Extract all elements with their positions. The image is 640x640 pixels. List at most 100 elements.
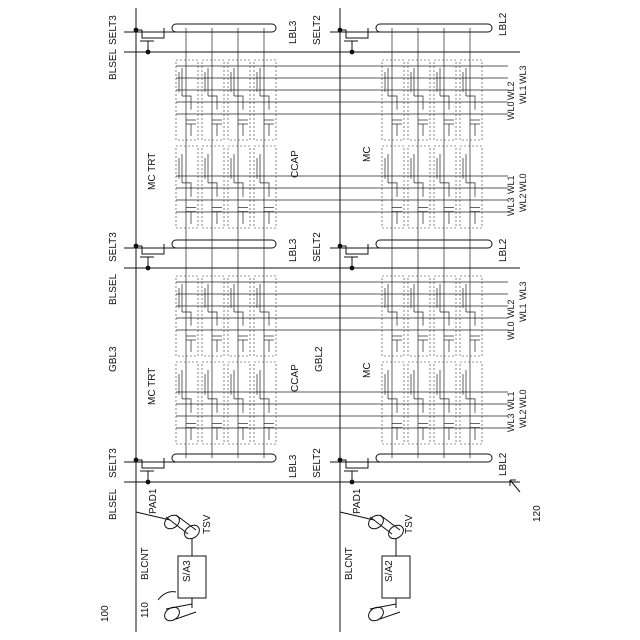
local-bitline-lbl3 [172,454,276,462]
ccap-label-2: CCAP [290,364,301,392]
local-bitline-lbl2 [376,240,492,248]
cell-transistor [257,154,269,197]
cell-transistor [231,370,243,413]
wl-upper-b-2: WL2 [518,193,528,212]
selt3-label-1: SELT3 [108,15,119,45]
wl-upper-b-3: WL3 [506,197,516,216]
wl-lower-a-0: WL0 [506,321,516,340]
cell-transistor [437,68,449,110]
mc-trt-label-1: MC TRT [147,153,158,190]
circuit-wires [124,8,520,632]
tsv-label-left: TSV [202,514,213,534]
cell-transistor [411,68,423,110]
cell-transistor [411,284,423,326]
local-bitline-lbl2 [376,24,492,32]
cell-transistor [463,154,475,197]
cell-transistor [205,154,217,197]
selt2-label-2: SELT2 [312,232,323,262]
blsel-label-3: BLSEL [108,488,119,520]
cell-transistor [437,154,449,197]
tsv-body [370,515,400,534]
blsel-label-2: BLSEL [108,273,119,305]
sa3-label: S/A3 [182,560,193,582]
wl-lower-b-2: WL2 [518,409,528,428]
blsel-label-1: BLSEL [108,48,119,80]
local-bitline-lbl2 [376,454,492,462]
selt2-label-3: SELT2 [312,448,323,478]
cell-transistor [385,154,397,197]
wl-upper-b-0: WL0 [518,173,528,192]
cell-transistor [385,284,397,326]
blcnt-label-right: BLCNT [344,547,355,580]
selt3-label-2: SELT3 [108,232,119,262]
local-bitline-lbl3 [172,24,276,32]
cell-transistor [231,284,243,326]
selt3-label-3: SELT3 [108,448,119,478]
cell-transistor [257,284,269,326]
cell-transistor [437,284,449,326]
wl-lower-a-2: WL2 [506,299,516,318]
wl-lower-b-3: WL3 [506,413,516,432]
wl-upper-b-1: WL1 [506,175,516,194]
wl-upper-a-2: WL2 [506,81,516,100]
cell-transistor [463,370,475,413]
cell-transistor [205,284,217,326]
cell-transistor [205,370,217,413]
ref-100-label: 100 [100,605,111,622]
ref-110-label: 110 [140,602,151,618]
lbl2-label-3: LBL2 [498,452,509,476]
select-transistor [136,458,164,468]
selt2-label-1: SELT2 [312,15,323,45]
wl-lower-a-1: WL1 [518,303,528,322]
tsv-label-right: TSV [404,514,415,534]
blcnt-label-left: BLCNT [140,547,151,580]
lbl3-label-3: LBL3 [288,454,299,478]
pad1-label-left: PAD1 [148,488,159,514]
mc-trt-label-2: MC TRT [147,368,158,405]
cell-transistor [179,68,191,110]
cell-transistor [411,154,423,197]
select-transistor [136,28,164,38]
ref-120-label: 120 [532,505,543,522]
cell-transistor [463,284,475,326]
wl-lower-a-3: WL3 [518,281,528,300]
pad1-label-right: PAD1 [352,488,363,514]
select-transistor [136,244,164,254]
cell-transistor [385,68,397,110]
cell-transistor [411,370,423,413]
cell-transistor [257,68,269,110]
gbl2-label: GBL2 [314,346,325,372]
tsv-via [182,522,202,541]
local-bitline-lbl3 [172,240,276,248]
select-transistor [340,28,368,38]
wl-upper-a-0: WL0 [506,101,516,120]
mc-label-1: MC [362,146,373,162]
cell-transistor [231,154,243,197]
lbl3-label-1: LBL3 [288,20,299,44]
cell-transistor [231,68,243,110]
devices [134,28,520,624]
lbl2-label-2: LBL2 [498,238,509,262]
wl-upper-a-1: WL1 [518,85,528,104]
cell-transistor [437,370,449,413]
cell-transistor [179,370,191,413]
lbl3-label-2: LBL3 [288,238,299,262]
select-transistor [340,458,368,468]
cell-transistor [385,370,397,413]
sa2-label: S/A2 [384,560,395,582]
wl-lower-b-0: WL0 [518,389,528,408]
cell-transistor [179,154,191,197]
tsv-body [166,515,196,534]
left-labels: BLSEL BLSEL BLSEL SELT3 SELT3 SELT3 GBL3… [100,15,301,622]
tsv-via [386,522,406,541]
lbl2-label-1: LBL2 [498,12,509,36]
memory-cells [176,60,482,444]
cell-transistor [205,68,217,110]
wl-lower-b-1: WL1 [506,391,516,410]
ref-110-arrow [158,592,176,600]
ccap-label-1: CCAP [290,150,301,178]
wordline-labels: WL0 WL1 WL2 WL3 WL0 WL1 WL2 WL3 WL0 WL1 … [506,65,528,432]
cell-transistor [257,370,269,413]
mc-label-2: MC [362,362,373,378]
